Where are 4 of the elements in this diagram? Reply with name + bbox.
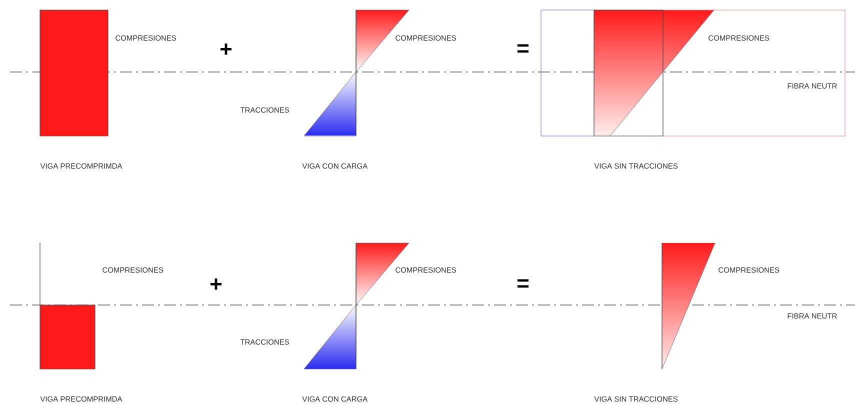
operator-sign: = bbox=[518, 44, 529, 53]
operator-sign: + bbox=[210, 278, 222, 290]
operator-sign: = bbox=[518, 279, 529, 288]
operator-sign: + bbox=[220, 44, 232, 55]
